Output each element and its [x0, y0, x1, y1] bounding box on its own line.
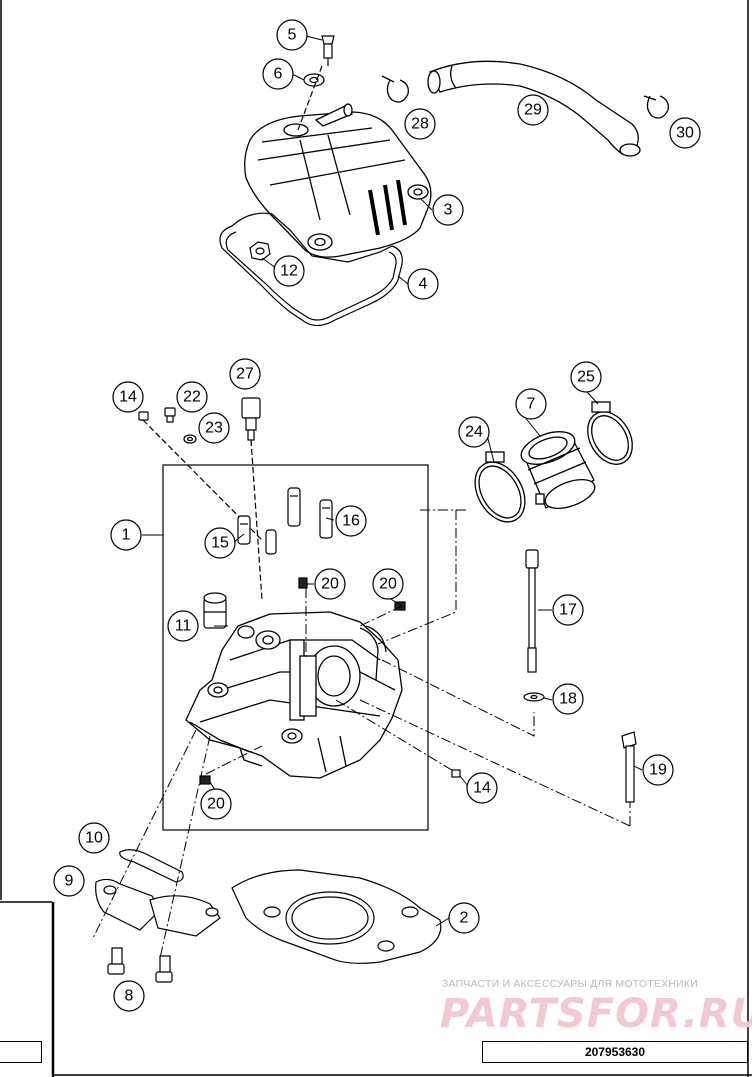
- callout-24: 24: [458, 416, 490, 448]
- temperature-sensor-part: [241, 397, 263, 601]
- svg-text:5: 5: [288, 27, 297, 44]
- valve-guide-part: [237, 487, 333, 555]
- svg-text:23: 23: [205, 420, 223, 437]
- callout-2: 2: [448, 902, 480, 934]
- plug-and-seal-part: [164, 407, 197, 444]
- callout-10: 10: [78, 822, 110, 854]
- svg-text:14: 14: [119, 389, 137, 406]
- flange-screw-part: [107, 947, 173, 983]
- callout-12: 12: [273, 255, 305, 287]
- cylinder-head-assembly-box: [162, 464, 429, 831]
- svg-text:27: 27: [236, 366, 254, 383]
- svg-text:16: 16: [342, 513, 360, 530]
- callout-8: 8: [113, 980, 145, 1012]
- cam-bushing-part: [203, 592, 227, 629]
- svg-text:7: 7: [527, 396, 536, 413]
- valve-cover-gasket-part: [219, 212, 403, 327]
- screw-part: [621, 731, 637, 803]
- svg-text:24: 24: [465, 424, 483, 441]
- svg-text:1: 1: [122, 527, 131, 544]
- svg-text:9: 9: [65, 873, 74, 890]
- callout-23: 23: [198, 412, 230, 444]
- svg-text:30: 30: [676, 125, 694, 142]
- callout-30: 30: [669, 117, 701, 149]
- callout-11: 11: [167, 610, 199, 642]
- cover-nut-part: [249, 241, 271, 261]
- exhaust-gasket-part: [119, 849, 184, 883]
- svg-text:2: 2: [460, 910, 469, 927]
- callout-6: 6: [262, 58, 294, 90]
- callout-20-bottom: 20: [200, 788, 232, 820]
- hose-clamp-part: [381, 75, 669, 119]
- callout-15: 15: [204, 527, 236, 559]
- svg-text:28: 28: [411, 116, 429, 133]
- callout-17: 17: [552, 594, 584, 626]
- watermark-tagline: ЗАПЧАСТИ И АКСЕССУАРЫ ДЛЯ МОТОТЕХНИКИ: [442, 978, 698, 990]
- callouts: 1 2 3 4 5 6 7 8 9 10 11 12 14 14 15 16 1…: [53, 19, 701, 1012]
- callout-29: 29: [517, 94, 549, 126]
- callout-7: 7: [515, 388, 547, 420]
- exhaust-flange-part: [95, 878, 221, 937]
- svg-text:20: 20: [379, 576, 397, 593]
- callout-28: 28: [404, 108, 436, 140]
- svg-text:14: 14: [473, 780, 491, 797]
- svg-text:22: 22: [183, 389, 201, 406]
- svg-text:20: 20: [207, 796, 225, 813]
- callout-14-lower: 14: [466, 772, 498, 804]
- valve-cover-part: [244, 103, 432, 258]
- svg-text:18: 18: [559, 691, 577, 708]
- watermark-brand: PARTSFOR.RU: [440, 991, 752, 1037]
- callout-4: 4: [407, 268, 439, 300]
- svg-text:8: 8: [125, 988, 134, 1005]
- callout-14-upper: 14: [112, 381, 144, 413]
- svg-text:6: 6: [274, 66, 283, 83]
- breather-hose-part: [427, 60, 641, 157]
- drawing-code: 207953630: [482, 1041, 748, 1063]
- left-footer-box: [0, 1041, 42, 1063]
- callout-9: 9: [53, 865, 85, 897]
- svg-text:10: 10: [85, 830, 103, 847]
- callout-27: 27: [229, 358, 261, 390]
- callout-22: 22: [176, 381, 208, 413]
- callout-18: 18: [552, 683, 584, 715]
- svg-text:29: 29: [524, 102, 542, 119]
- cylinder-head-part: [185, 611, 403, 779]
- svg-text:19: 19: [649, 762, 667, 779]
- svg-text:17: 17: [559, 602, 577, 619]
- svg-text:12: 12: [280, 263, 298, 280]
- intake-flange-part: [520, 431, 596, 510]
- callout-5: 5: [276, 19, 308, 51]
- breather-bolt-part: [297, 35, 335, 131]
- plug-screw-part: [199, 577, 461, 785]
- svg-text:4: 4: [419, 276, 428, 293]
- cylinder-head-gasket-part: [231, 869, 442, 964]
- callout-1: 1: [110, 519, 142, 551]
- callout-3: 3: [432, 194, 464, 226]
- callout-16: 16: [335, 505, 367, 537]
- callout-20-top: 20: [314, 568, 346, 600]
- cylinder-head-bolt-part: [523, 549, 545, 702]
- svg-text:15: 15: [211, 535, 229, 552]
- svg-text:20: 20: [321, 576, 339, 593]
- svg-text:11: 11: [175, 618, 192, 635]
- svg-text:25: 25: [577, 369, 595, 386]
- callout-20-right: 20: [372, 568, 404, 600]
- intake-clamp-part: [474, 401, 633, 523]
- callout-19: 19: [642, 754, 674, 786]
- callout-25: 25: [570, 361, 602, 393]
- svg-text:3: 3: [444, 202, 453, 219]
- axis-lines: [91, 509, 631, 959]
